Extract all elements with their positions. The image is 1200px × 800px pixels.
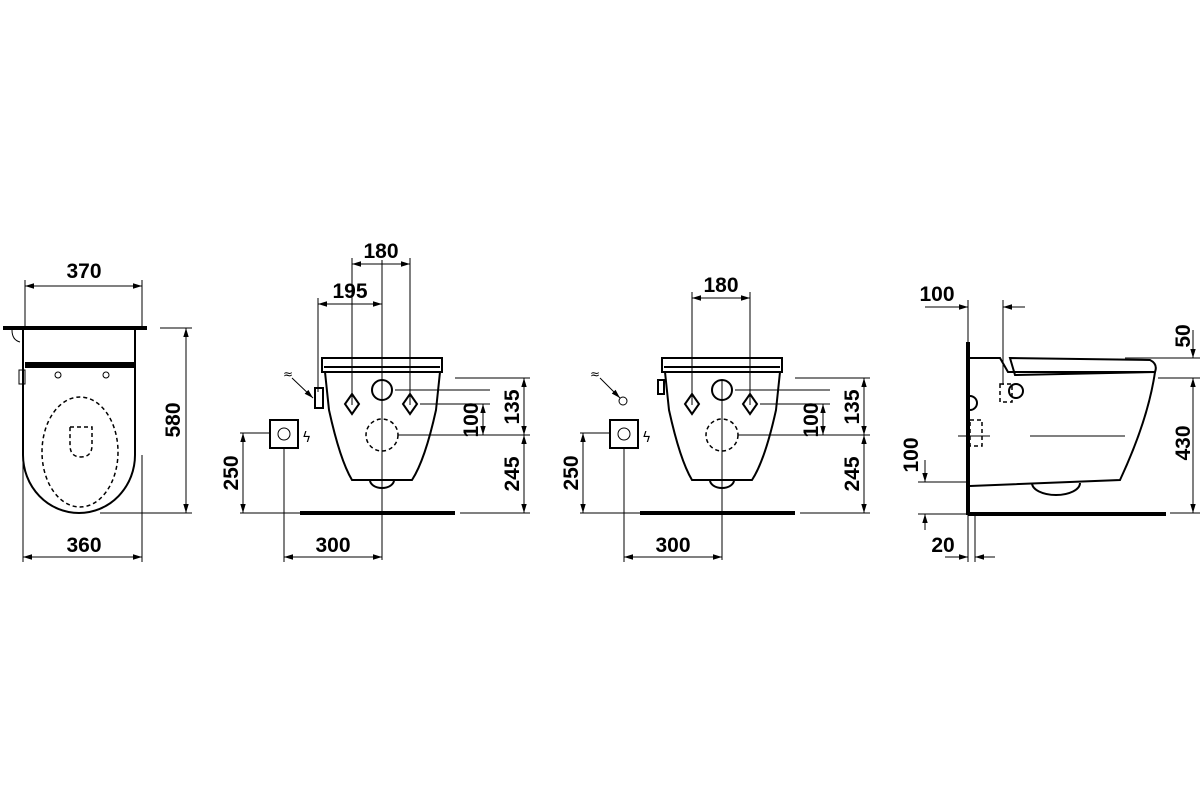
dim-label-360: 360 [66,534,101,557]
front-view: ≈ ϟ 180 100 135 245 250 300 [560,274,870,562]
valve-icon [618,396,628,406]
dim-label-245: 245 [841,456,864,491]
dim-label-250: 250 [220,455,243,490]
front-view-bidet: ≈ ϟ 180 195 100 135 245 250 300 [220,240,530,562]
dim-label-135: 135 [841,389,864,424]
seat [321,357,443,373]
mount-hole-right [401,392,419,416]
side-view: 100 50 430 100 20 [900,283,1200,562]
seat-dashed-outline [41,396,119,508]
seat [661,357,783,373]
bidet-unit [314,387,324,409]
dim-label-245: 245 [501,456,524,491]
dim-label-180: 180 [363,240,398,263]
mount-hole-right [741,392,759,416]
hinge-circle [1008,383,1024,399]
seat [1008,356,1157,377]
top-view: 370 580 360 [3,260,192,562]
seat-hinge-bar [25,362,135,368]
dim-label-100-top: 100 [919,283,954,306]
bolt-icon [54,371,62,379]
dim-label-250: 250 [560,455,583,490]
mount-hole-left [343,392,361,416]
dim-label-50: 50 [1172,324,1195,347]
mount-hole-left [683,392,701,416]
dim-label-300: 300 [655,534,690,557]
bowl-foot [1031,482,1081,496]
dim-label-20: 20 [931,534,954,557]
water-supply-icon: ≈ [283,367,293,381]
dim-label-100: 100 [460,402,483,437]
outlet-dashed [969,419,983,447]
dim-label-135: 135 [501,389,524,424]
side-control [969,395,978,411]
dim-label-180: 180 [703,274,738,297]
bowl-outline [969,357,1157,487]
lid-dashed-outline [69,426,93,458]
dim-label-370: 370 [66,260,101,283]
water-supply-icon: ≈ [590,367,600,381]
electric-icon: ϟ [302,430,311,446]
dim-label-430: 430 [1172,425,1195,460]
bowl-outline [22,330,136,514]
dim-label-100: 100 [800,402,823,437]
dim-label-300: 300 [315,534,350,557]
power-socket-icon [269,419,299,449]
hinge-hook [11,329,21,343]
power-socket-icon [609,419,639,449]
dim-label-580: 580 [162,402,185,437]
side-control [18,369,26,385]
side-control [657,379,665,395]
dim-label-100-bottom: 100 [900,437,923,472]
dim-label-195: 195 [332,280,367,303]
bolt-icon [102,371,110,379]
electric-icon: ϟ [642,430,651,446]
